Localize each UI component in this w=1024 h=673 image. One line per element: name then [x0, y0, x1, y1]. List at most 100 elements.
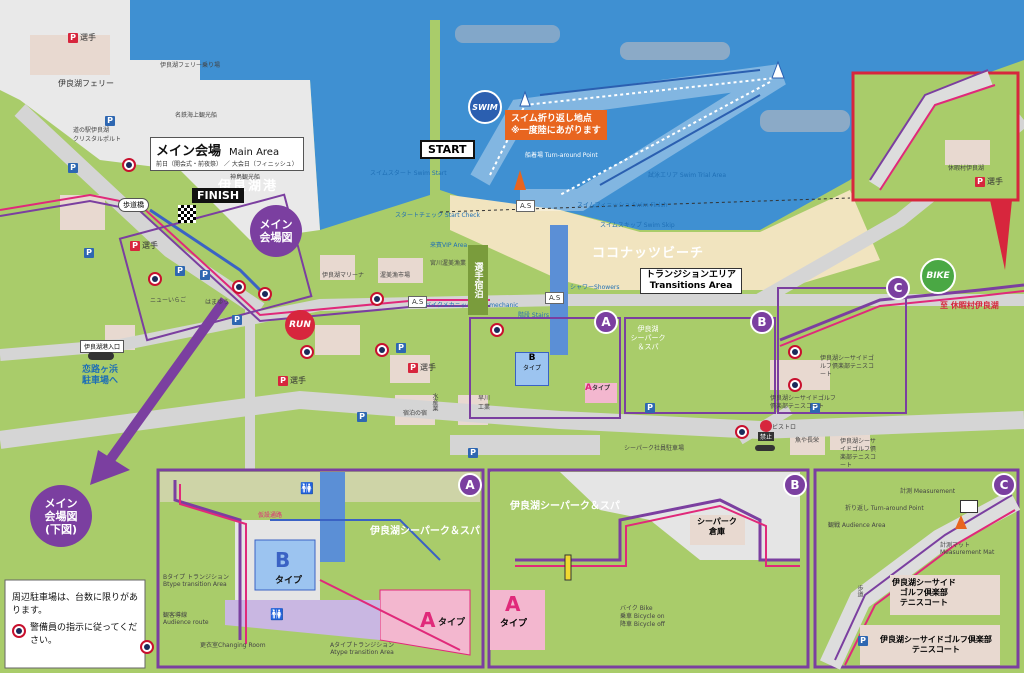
inset-c-measurement: 計測 Measurement — [900, 488, 956, 495]
koijigahama-label: 恋路ヶ浜 駐車場へ — [82, 365, 119, 386]
hayakawa-label: 早川工業 — [478, 395, 491, 411]
miyagawa-label: 宮川渥美漁業 — [430, 260, 467, 267]
main-area-box: メイン会場 Main Area 前日（開会式・前夜祭） ／ 大会日（フィニッシュ… — [150, 137, 304, 171]
to-resort-label: 至 休暇村伊良湖 — [940, 301, 999, 310]
swim-skip-label: スイムスキップ Swim Skip — [600, 222, 675, 229]
guard-icon — [370, 292, 384, 306]
guard-icon — [140, 640, 154, 654]
toilet-icon: 🚻 — [300, 482, 314, 495]
inset-b-badge: B — [783, 473, 807, 497]
seaside-golf-label-2: 伊良湖シーサイドゴルフ倶楽部テニスコート — [770, 395, 836, 410]
sightseeing-label: 名鉄海上観光船 — [175, 112, 218, 119]
seapark-staff-label: シーパーク社員駐車場 — [624, 445, 684, 452]
guard-icon — [148, 272, 162, 286]
hamayu-label: はまゆう — [205, 299, 230, 306]
inset-b-a-type: タイプ — [500, 619, 528, 629]
parking-icon: P — [468, 440, 478, 459]
parking-icon: P — [175, 258, 185, 277]
player-label: 選手 — [142, 241, 158, 250]
purple-arrow — [105, 297, 230, 463]
parking-icon: P — [357, 404, 367, 423]
zone-c-badge[interactable]: C — [886, 276, 910, 300]
inset-c-golf2: 伊良湖シーサイドゴルフ倶楽部 テニスコート — [880, 635, 992, 654]
newirago-label: ニューいらご — [150, 297, 187, 304]
measurement-icon — [960, 500, 978, 513]
zone-a-outline — [469, 317, 621, 419]
parking-icon: P — [200, 262, 210, 281]
main-area-title-en: Main Area — [229, 147, 280, 158]
funazaki-label: 船着場 Turn-around Point — [525, 152, 598, 159]
guard-icon — [490, 323, 504, 337]
buoy-icon — [519, 90, 531, 107]
walk-bridge-label: 歩道橋 — [118, 198, 149, 212]
swim-start-label: スイムスタート Swim Start — [370, 170, 447, 177]
station-label: 道の駅伊良湖 クリスタルポルト — [73, 127, 122, 143]
zone-b-badge[interactable]: B — [750, 310, 774, 334]
checkered-flag-icon — [178, 205, 196, 223]
buoy-icon — [771, 60, 785, 79]
zone-a-badge[interactable]: A — [594, 310, 618, 334]
cone-icon — [955, 515, 967, 529]
bike-badge: BIKE — [920, 258, 956, 294]
guard-icon — [232, 280, 246, 294]
ferry-dock-label: 伊良湖フェリー乗り場 — [160, 62, 221, 69]
gyokyo-label: 渥美漁市場 — [380, 272, 411, 279]
guard-icon — [375, 343, 389, 357]
bistro-label: 鉢のビストロ — [760, 424, 797, 431]
inset-b-big-a: A — [505, 592, 521, 616]
guard-icon — [735, 425, 749, 439]
inset-a-changing: 更衣室Changing Room — [200, 642, 266, 649]
main-map-bottom-badge[interactable]: メイン 会場図 (下図) — [30, 485, 92, 547]
info-box — [4, 579, 146, 669]
guard-icon — [788, 345, 802, 359]
no-entry-icon — [760, 420, 772, 432]
main-area-title-jp: メイン会場 — [156, 144, 222, 159]
parking-icon: P — [858, 628, 868, 647]
marina-label: 伊良湖マリーナ — [322, 272, 365, 279]
swim-turn-title: スイム折り返し地点 — [511, 114, 592, 124]
main-road — [0, 390, 1024, 449]
parking-icon: P — [68, 155, 78, 174]
player-label: 選手 — [420, 363, 436, 372]
main-area-sub: 前日（開会式・前夜祭） ／ 大会日（フィニッシュ） — [156, 161, 298, 168]
player-label: 選手 — [987, 177, 1003, 186]
resort-label: 休暇村伊良湖 — [948, 165, 985, 172]
swim-badge: SWIM — [468, 90, 502, 124]
buoy-icon — [514, 170, 526, 190]
ferry-label: 伊良湖フェリー — [58, 79, 114, 88]
b-type-small-label: タイプ — [522, 365, 541, 372]
main-map-badge[interactable]: メイン 会場図 — [250, 205, 302, 257]
start-label: START — [420, 140, 475, 159]
run-badge: RUN — [285, 310, 315, 340]
inset-c-mat: 計測マット Measurement Mat — [940, 542, 995, 556]
inset-a-kari: 仮設通路 — [258, 512, 283, 519]
inset-a-a-type: タイプ — [438, 618, 466, 628]
a-type-small: Aタイプ — [585, 383, 617, 403]
inset-a-b-transition: Bタイプ トランジション Btype transition Area — [163, 574, 230, 588]
transition-en: Transitions Area — [649, 281, 733, 291]
aid-station-label-2: A.S — [408, 296, 428, 308]
traffic-light-icon — [755, 445, 775, 451]
swim-turn-box: スイム折り返し地点 ※一度陸にあがります — [505, 110, 607, 140]
parking-icon: P — [84, 240, 94, 259]
beach-label: ココナッツビーチ — [592, 246, 705, 261]
inset-a-big-a: A — [420, 608, 436, 632]
inset-a-seapark: 伊良湖シーパーク＆スパ — [370, 526, 480, 537]
inset-c-walk: 歩道 — [856, 585, 863, 597]
vip-label: 来賓VIP Area — [430, 242, 468, 249]
finish-banner: FINISH — [192, 188, 245, 203]
inset-a-a-transition: Aタイプトランジション Atype transition Area — [330, 642, 395, 656]
parking-icon: P — [396, 335, 406, 354]
guard-icon — [122, 158, 136, 172]
aid-station-label-3: A.S — [545, 292, 565, 304]
guard-icon — [788, 378, 802, 392]
main-area-outline — [118, 193, 313, 342]
yado-label: 宿泊の宿 — [403, 410, 428, 417]
parking-icon: P — [645, 395, 655, 414]
showers-label: シャワーShowers — [570, 284, 620, 291]
kamishima-label: 神島観光船 — [230, 174, 261, 181]
